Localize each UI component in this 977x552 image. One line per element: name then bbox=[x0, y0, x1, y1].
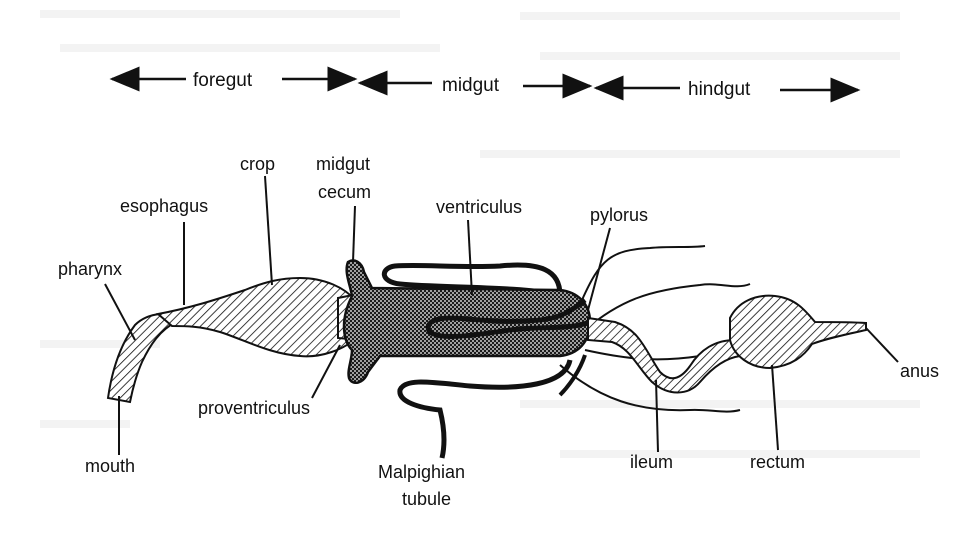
region-arrows: foregut midgut hindgut bbox=[112, 70, 858, 100]
hindgut-label: hindgut bbox=[688, 79, 751, 100]
tubule-bottom-loop bbox=[400, 360, 570, 458]
label-crop: crop bbox=[240, 154, 275, 174]
label-midgut-cecum-2: cecum bbox=[318, 182, 371, 202]
label-anus: anus bbox=[900, 361, 939, 381]
label-rectum: rectum bbox=[750, 452, 805, 472]
label-malpighian-2: tubule bbox=[402, 489, 451, 509]
label-malpighian-1: Malpighian bbox=[378, 462, 465, 482]
midgut-label: midgut bbox=[442, 75, 500, 96]
esophagus-crop bbox=[158, 278, 358, 356]
label-midgut-cecum-1: midgut bbox=[316, 154, 370, 174]
foregut-label: foregut bbox=[193, 70, 253, 91]
label-proventriculus: proventriculus bbox=[198, 398, 310, 418]
rectum-segment bbox=[730, 296, 866, 368]
label-ventriculus: ventriculus bbox=[436, 197, 522, 217]
tubule-upper-long bbox=[582, 246, 705, 300]
label-pylorus: pylorus bbox=[590, 205, 648, 225]
pharynx-segment bbox=[108, 314, 176, 402]
label-pharynx: pharynx bbox=[58, 259, 122, 279]
label-esophagus: esophagus bbox=[120, 196, 208, 216]
label-ileum: ileum bbox=[630, 452, 673, 472]
label-mouth: mouth bbox=[85, 456, 135, 476]
